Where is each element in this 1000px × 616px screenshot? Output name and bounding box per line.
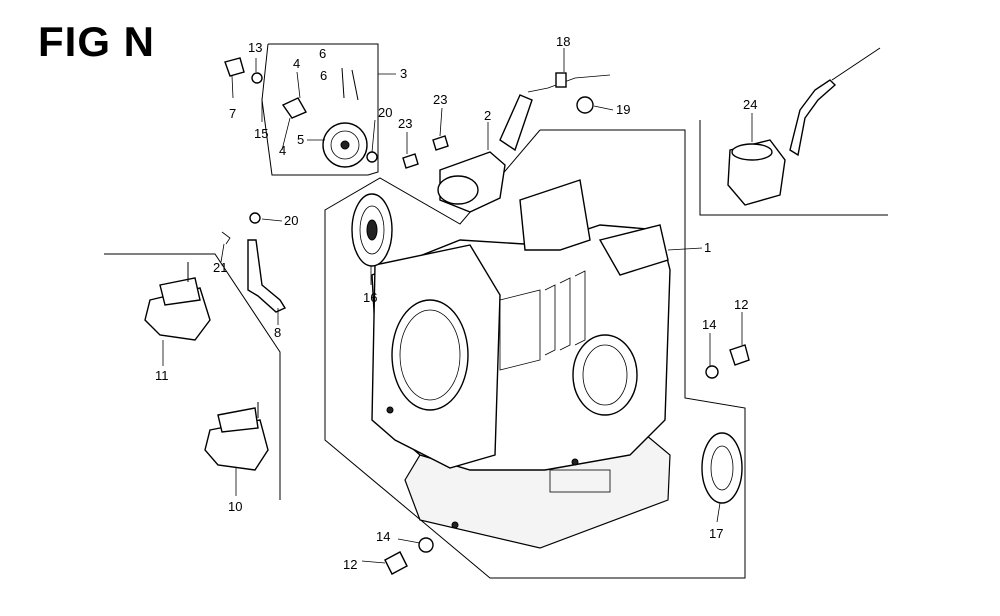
callout-19: 19 xyxy=(616,102,630,117)
crankcase-part xyxy=(371,179,671,549)
callout-6: 6 xyxy=(319,46,326,61)
breather-tube-part xyxy=(221,212,287,313)
callout-3: 3 xyxy=(400,66,407,81)
callout-16: 16 xyxy=(363,290,377,305)
engine-mount-11-part xyxy=(144,262,211,341)
oil-level-switch-part xyxy=(437,74,611,213)
callout-8: 8 xyxy=(274,325,281,340)
callout-5: 5 xyxy=(297,132,304,147)
callout-20: 20 xyxy=(284,213,298,228)
callout-12: 12 xyxy=(343,557,357,572)
callout-21: 21 xyxy=(213,260,227,275)
callout-13: 13 xyxy=(248,40,262,55)
callout-17: 17 xyxy=(709,526,723,541)
callout-24: 24 xyxy=(743,97,757,112)
callout-labels: 1 2 3 4 4 5 6 6 7 8 10 11 12 12 13 14 14… xyxy=(155,34,757,572)
callout-4: 4 xyxy=(279,143,286,158)
callout-11: 11 xyxy=(155,368,169,383)
callout-6: 6 xyxy=(320,68,327,83)
callout-7: 7 xyxy=(229,106,236,121)
oil-seal-part xyxy=(701,432,743,504)
callout-4: 4 xyxy=(293,56,300,71)
callout-2: 2 xyxy=(484,108,491,123)
callout-23: 23 xyxy=(433,92,447,107)
group-boundaries xyxy=(104,43,888,579)
small-hardware xyxy=(384,72,750,575)
engine-mount-10-part xyxy=(204,402,269,471)
callout-15: 15 xyxy=(254,126,268,141)
governor-gear-part xyxy=(224,57,378,168)
switch-assembly-part xyxy=(727,47,881,206)
callout-1: 1 xyxy=(704,240,711,255)
bearing-part xyxy=(351,193,393,267)
leader-lines xyxy=(162,48,753,564)
callout-10: 10 xyxy=(228,499,242,514)
callout-20: 20 xyxy=(378,105,392,120)
callout-14: 14 xyxy=(702,317,716,332)
callout-12: 12 xyxy=(734,297,748,312)
figure-title: FIG N xyxy=(38,18,155,65)
callout-23: 23 xyxy=(398,116,412,131)
callout-18: 18 xyxy=(556,34,570,49)
callout-14: 14 xyxy=(376,529,390,544)
